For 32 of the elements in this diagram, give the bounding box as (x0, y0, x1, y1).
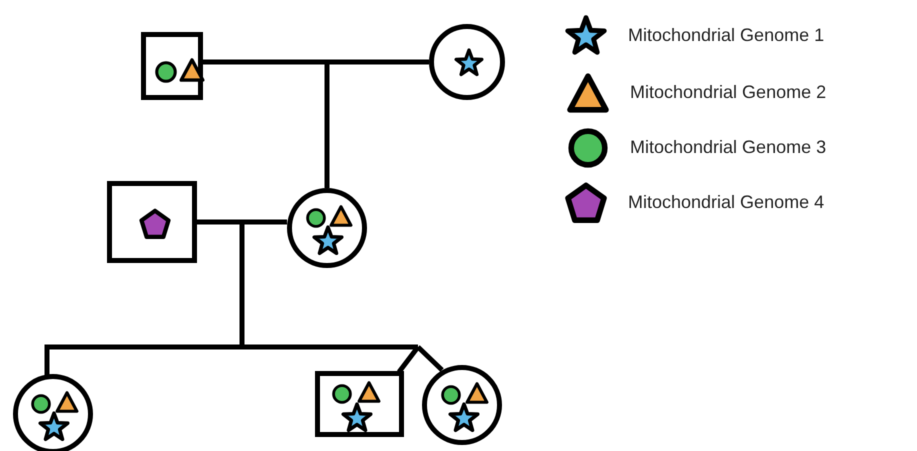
star-icon (313, 226, 343, 256)
triangle-icon (356, 381, 382, 403)
pentagon-icon (139, 209, 171, 239)
triangle-icon (328, 205, 354, 227)
legend-label: Mitochondrial Genome 3 (630, 137, 826, 158)
square-symbol (315, 371, 404, 437)
circle-icon (306, 208, 326, 228)
circle-icon (441, 385, 461, 405)
pedigree-line (203, 60, 327, 64)
star-icon (455, 49, 483, 77)
legend-label: Mitochondrial Genome 1 (628, 25, 824, 46)
circle-icon (155, 61, 177, 83)
triangle-icon (54, 391, 80, 413)
pedigree-line (44, 344, 242, 377)
pedigree-line (197, 220, 242, 224)
legend-label: Mitochondrial Genome 4 (628, 192, 824, 213)
legend-label: Mitochondrial Genome 2 (630, 82, 826, 103)
circle-icon (332, 384, 352, 404)
pedigree-line (324, 62, 330, 188)
square-symbol (107, 181, 197, 263)
pedigree-line (327, 60, 429, 64)
pedigree-line (242, 220, 287, 224)
star-icon (39, 412, 69, 442)
star-icon (342, 403, 372, 433)
pedigree-line (240, 222, 244, 347)
pedigree-line (416, 345, 444, 372)
pedigree-line (242, 344, 418, 350)
star-icon (449, 403, 479, 433)
triangle-icon (179, 58, 205, 82)
triangle-icon (464, 382, 490, 404)
circle-icon (31, 394, 51, 414)
square-symbol (141, 32, 203, 100)
